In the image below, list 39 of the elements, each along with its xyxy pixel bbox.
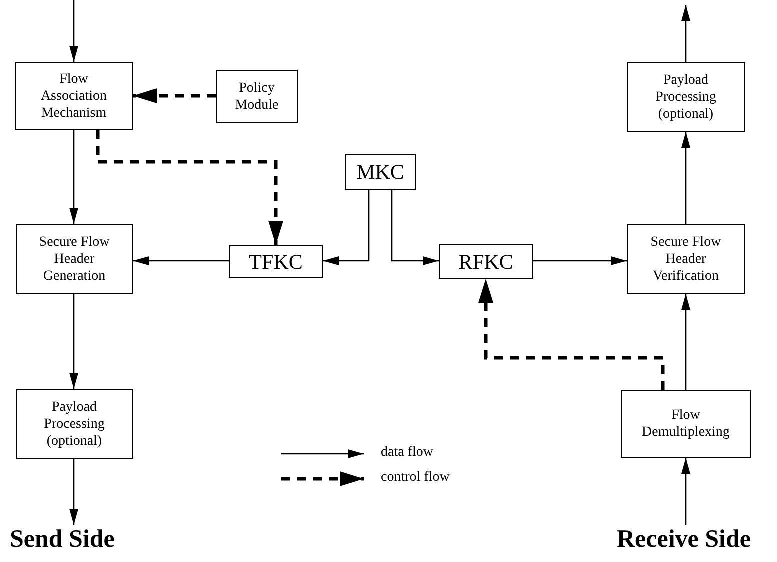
dashed-arrow: [478, 279, 665, 390]
arrow: [323, 190, 370, 266]
arrow: [391, 190, 439, 266]
dashed-arrow: [96, 130, 284, 245]
arrow: [682, 294, 690, 390]
box-label: Secure Flow Header Verification: [650, 234, 722, 284]
box-label: Flow Association Mechanism: [40, 70, 108, 122]
arrow: [70, 294, 78, 389]
process-box: [216, 70, 298, 123]
process-box: [15, 62, 133, 130]
dashed-arrow: [133, 88, 216, 104]
process-box: [621, 390, 751, 458]
process-box: [627, 224, 745, 294]
arrow: [70, 459, 78, 525]
arrow: [682, 132, 690, 224]
arrow: [70, 0, 78, 62]
box-label: RFKC: [458, 250, 514, 274]
legend-label: control flow: [381, 470, 450, 486]
box-label: Flow Demultiplexing: [641, 407, 731, 441]
box-label: Payload Processing (optional): [43, 398, 106, 450]
process-box: [16, 389, 133, 459]
arrow: [682, 5, 690, 62]
process-box: [16, 224, 133, 294]
process-box: [229, 245, 323, 278]
box-label: TFKC: [249, 250, 303, 274]
box-label: MKC: [356, 160, 404, 184]
process-box: [345, 154, 416, 190]
legend-label: data flow: [381, 445, 434, 461]
arrow: [133, 256, 229, 266]
process-box: [627, 62, 745, 132]
box-label: Policy Module: [234, 80, 280, 114]
arrow: [70, 130, 78, 224]
arrow: [682, 458, 690, 525]
arrow: [533, 256, 627, 266]
side-heading: Send Side: [10, 525, 115, 555]
box-label: Secure Flow Header Generation: [38, 234, 111, 284]
side-heading: Receive Side: [617, 525, 751, 555]
box-label: Payload Processing (optional): [654, 72, 718, 122]
process-box: [439, 244, 533, 279]
